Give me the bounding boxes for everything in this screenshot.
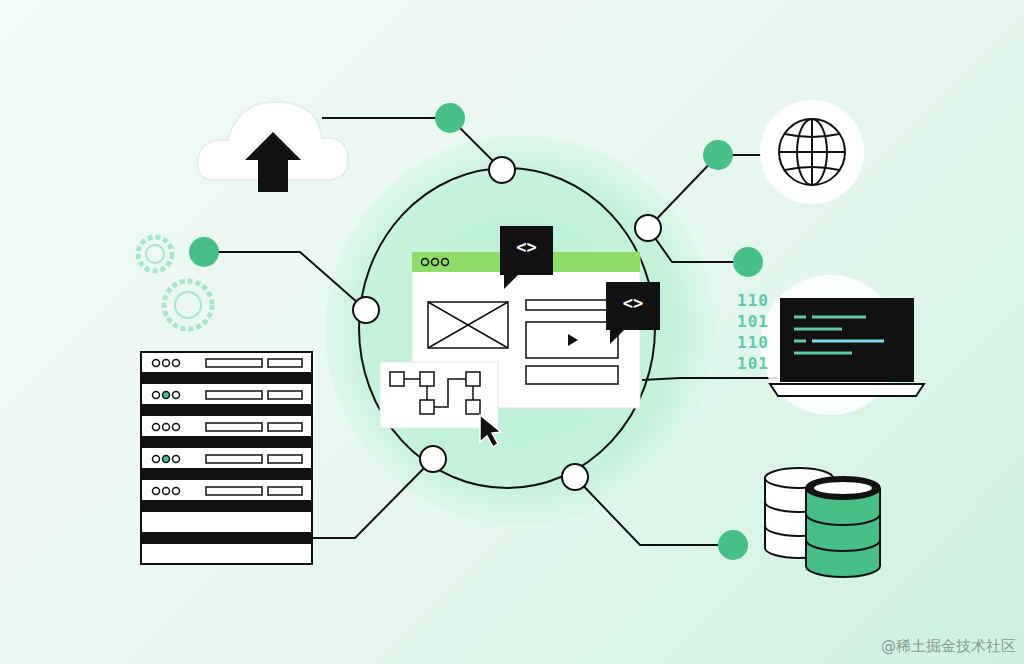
gear-holes	[146, 245, 201, 318]
rack-led	[153, 456, 160, 463]
rack-band	[141, 404, 312, 416]
code-symbol: <>	[516, 239, 536, 256]
server-rack	[141, 352, 312, 564]
rack-led	[173, 392, 180, 399]
binary-digits: 101	[737, 356, 769, 372]
rack-led	[173, 488, 180, 495]
rack-led	[163, 392, 170, 399]
rack-slot	[206, 487, 262, 495]
rack-led	[163, 488, 170, 495]
rack-led	[163, 424, 170, 431]
ring-nodes	[353, 157, 661, 490]
rack-led	[173, 424, 180, 431]
rack-slot	[206, 455, 262, 463]
flowchart-card	[380, 362, 501, 447]
database-icon	[765, 468, 880, 577]
rack-led	[153, 488, 160, 495]
rack-band	[141, 532, 312, 544]
rack-led	[153, 424, 160, 431]
rack-slot	[268, 391, 302, 399]
gear-icons	[138, 237, 212, 329]
rack-slot	[268, 423, 302, 431]
rack-slot	[268, 487, 302, 495]
rack-slot	[268, 359, 302, 367]
rack-band	[141, 372, 312, 384]
cloud-upload-icon	[198, 102, 348, 192]
rack-led	[163, 360, 170, 367]
binary-digits: 110	[737, 293, 769, 309]
code-symbol: <>	[623, 295, 643, 312]
code-bubbles	[500, 226, 660, 344]
rack-slot	[268, 455, 302, 463]
rack-band	[141, 436, 312, 448]
laptop-icon	[760, 275, 924, 415]
rack-led	[173, 360, 180, 367]
glow-circle	[325, 135, 715, 525]
rack-slot	[206, 391, 262, 399]
watermark: @稀土掘金技术社区	[881, 639, 1016, 654]
rack-led	[153, 360, 160, 367]
rack-band	[141, 468, 312, 480]
rack-led	[163, 456, 170, 463]
rack-led	[173, 456, 180, 463]
rack-slot	[206, 359, 262, 367]
rack-led	[153, 392, 160, 399]
binary-digits: 101	[737, 314, 769, 330]
binary-digits: 110	[737, 335, 769, 351]
globe-icon	[760, 100, 864, 204]
rack-slot	[206, 423, 262, 431]
rack-band	[141, 500, 312, 512]
